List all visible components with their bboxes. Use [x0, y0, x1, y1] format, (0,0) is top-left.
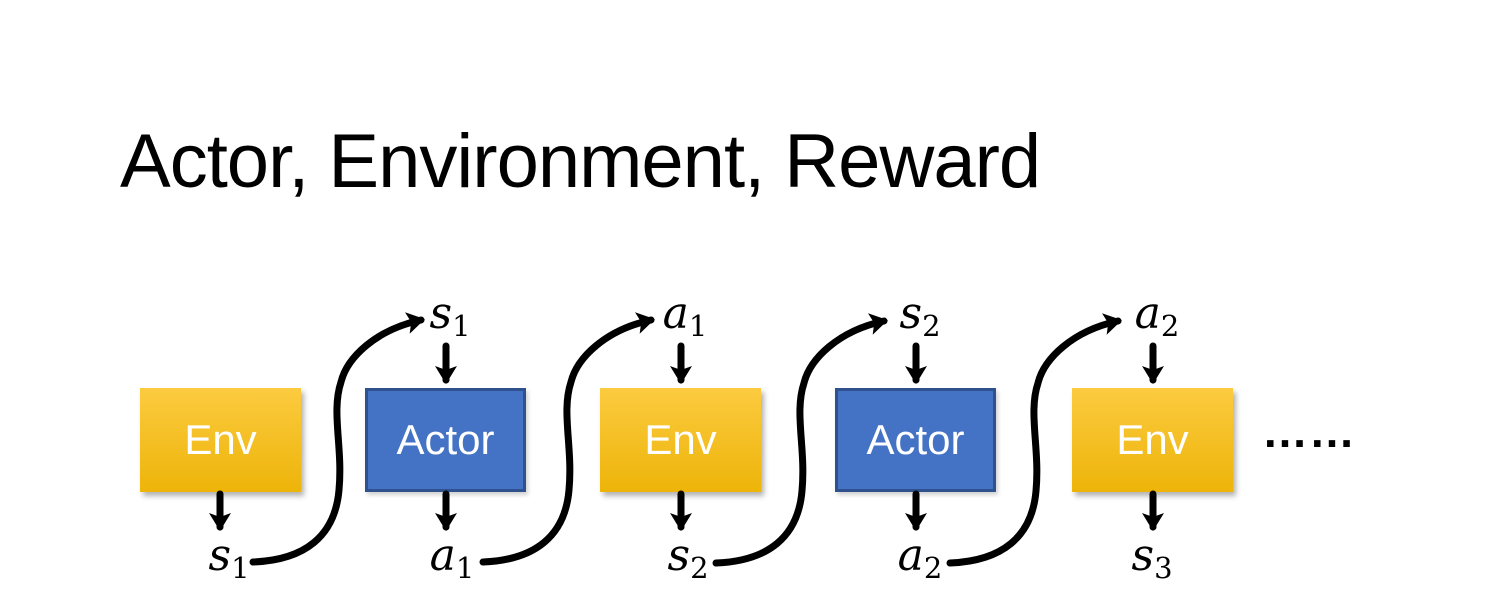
- state-label-s1-top: s1: [429, 288, 471, 344]
- action-label-a1-top: a1: [662, 288, 708, 344]
- env-box-2-label: Env: [644, 416, 717, 463]
- action-label-a1-bottom: a1: [429, 530, 475, 586]
- slide-title: Actor, Environment, Reward: [120, 119, 1041, 204]
- continuation-ellipsis: ……: [1262, 405, 1356, 457]
- env-box-1-label: Env: [184, 416, 257, 463]
- actor-box-2-label: Actor: [866, 416, 965, 463]
- state-label-s2-top: s2: [899, 288, 941, 344]
- action-label-a2-top: a2: [1134, 288, 1180, 344]
- env-box-3-label: Env: [1116, 416, 1189, 463]
- state-label-s2-bottom: s2: [667, 530, 709, 586]
- env-box-1: Env: [140, 388, 301, 492]
- state-label-s1-bottom: s1: [208, 530, 250, 586]
- action-label-a2-bottom: a2: [897, 530, 943, 586]
- env-box-2: Env: [600, 388, 761, 492]
- actor-box-1: Actor: [365, 388, 526, 492]
- state-label-s3-bottom: s3: [1131, 530, 1173, 586]
- env-box-3: Env: [1072, 388, 1233, 492]
- actor-box-2: Actor: [835, 388, 996, 492]
- actor-box-1-label: Actor: [396, 416, 495, 463]
